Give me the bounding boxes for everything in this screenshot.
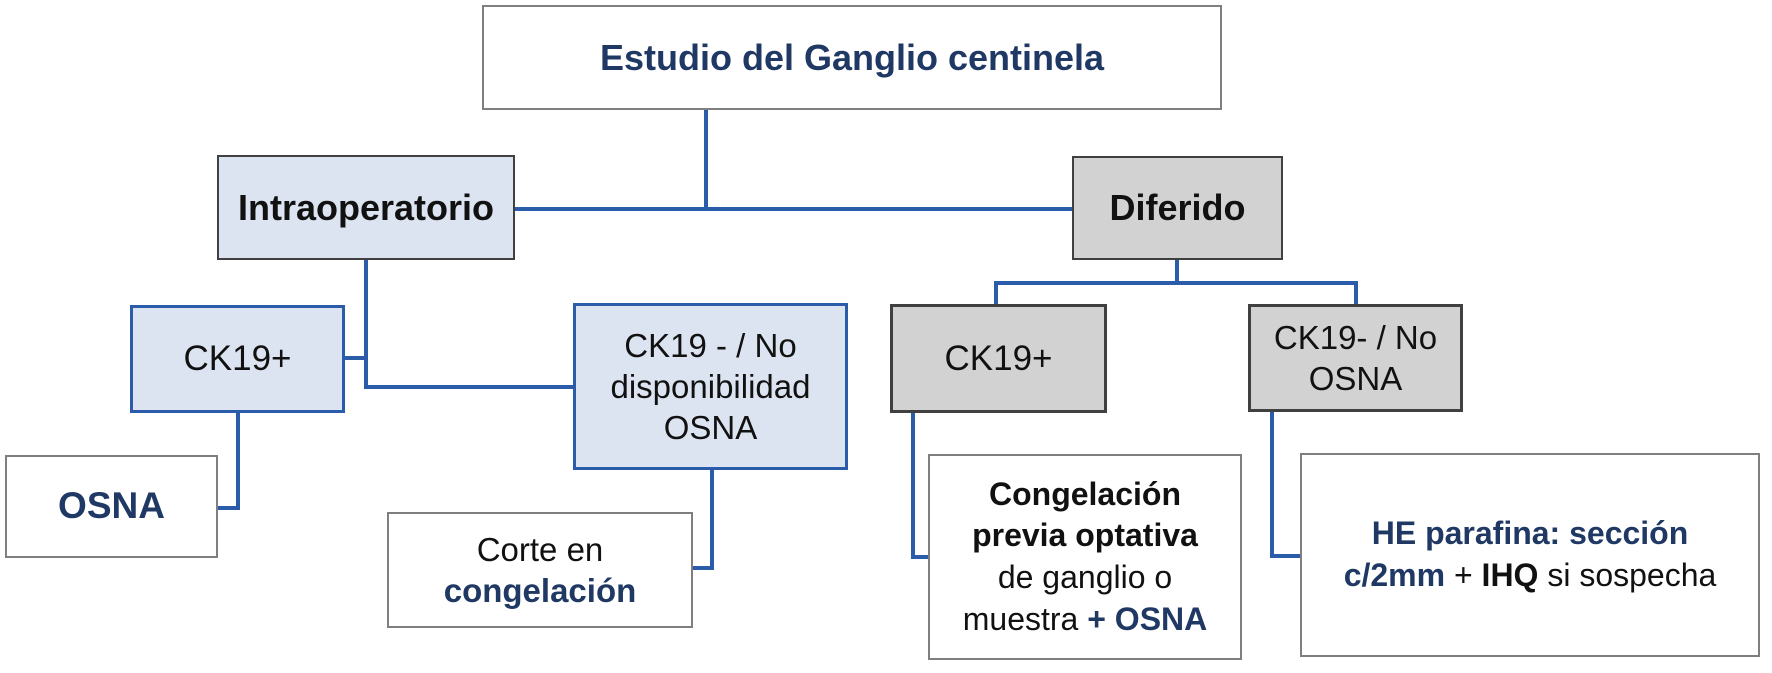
node-corte-congelacion: Corte en congelación — [387, 512, 693, 628]
connector-osna-spur — [218, 506, 240, 510]
node-osna: OSNA — [5, 455, 218, 558]
connector-corte-spur — [693, 566, 714, 570]
node-he-parafina-line2: c/2mm + IHQ si sospecha — [1344, 555, 1717, 597]
node-ck19-positive-intraoperatorio: CK19+ — [130, 305, 345, 413]
node-intraoperatorio-label: Intraoperatorio — [237, 186, 495, 228]
node-ck19-negative-diferido-line2: OSNA — [1308, 360, 1403, 397]
node-congelacion-previa-line4-accent: + OSNA — [1087, 600, 1208, 637]
node-corte-congelacion-line1: Corte en — [476, 530, 604, 568]
connector-heparafina-drop — [1270, 412, 1274, 558]
node-he-parafina-line2-bold: IHQ — [1481, 557, 1539, 593]
node-he-parafina-line1: HE parafina: sección — [1371, 515, 1689, 552]
node-ck19-positive-diferido-label: CK19+ — [944, 338, 1053, 378]
node-ck19-negative-intraoperatorio-line2: disponibilidad — [610, 367, 811, 405]
connector-osna-drop — [236, 413, 240, 510]
node-ck19-positive-diferido: CK19+ — [890, 304, 1107, 413]
node-osna-label: OSNA — [58, 485, 165, 527]
connector-title-drop — [704, 110, 708, 209]
node-diferido-label: Diferido — [1109, 187, 1246, 229]
connector-ck19pos-intra-spur — [345, 356, 368, 360]
node-ck19-negative-diferido-line1: CK19- / No — [1273, 318, 1438, 356]
connector-ck19neg-dif-elbow — [1354, 281, 1358, 304]
node-he-parafina-line2-rest: si sospecha — [1547, 557, 1717, 593]
connector-congelacion-drop — [911, 413, 915, 559]
node-ck19-positive-intraoperatorio-label: CK19+ — [183, 339, 292, 378]
node-congelacion-previa: Congelación previa optativa de ganglio o… — [928, 454, 1242, 660]
connector-intra-drop — [364, 260, 368, 389]
connector-heparafina-spur — [1270, 554, 1300, 558]
node-he-parafina-line2-plus: + — [1453, 557, 1473, 593]
connector-congelacion-spur — [911, 555, 928, 559]
connector-diferido-drop — [1175, 260, 1179, 285]
node-congelacion-previa-line3: de ganglio o — [997, 559, 1173, 595]
connector-ck19neg-intra-horizontal — [364, 385, 575, 389]
node-he-parafina-line2-accent: c/2mm — [1343, 557, 1446, 593]
connector-corte-drop — [710, 470, 714, 570]
node-he-parafina: HE parafina: sección c/2mm + IHQ si sosp… — [1300, 453, 1760, 657]
node-congelacion-previa-line4: muestra + OSNA — [963, 599, 1208, 641]
node-ck19-negative-intraoperatorio-line1: CK19 - / No — [624, 326, 797, 364]
node-title: Estudio del Ganglio centinela — [482, 5, 1222, 110]
node-ck19-negative-intraoperatorio-line3: OSNA — [663, 409, 758, 447]
node-title-label: Estudio del Ganglio centinela — [599, 36, 1105, 78]
node-corte-congelacion-line2: congelación — [443, 572, 637, 609]
connector-ck19pos-dif-elbow — [994, 281, 998, 304]
connector-level2-horizontal — [515, 207, 1072, 211]
node-congelacion-previa-line2: previa optativa — [972, 517, 1198, 554]
node-ck19-negative-diferido: CK19- / No OSNA — [1248, 304, 1463, 412]
node-congelacion-previa-line1: Congelación — [988, 475, 1181, 512]
node-intraoperatorio: Intraoperatorio — [217, 155, 515, 260]
node-ck19-negative-intraoperatorio: CK19 - / No disponibilidad OSNA — [573, 303, 848, 470]
node-diferido: Diferido — [1072, 156, 1283, 260]
connector-diferido-horizontal — [994, 281, 1358, 285]
node-congelacion-previa-line4-text: muestra — [962, 600, 1079, 637]
